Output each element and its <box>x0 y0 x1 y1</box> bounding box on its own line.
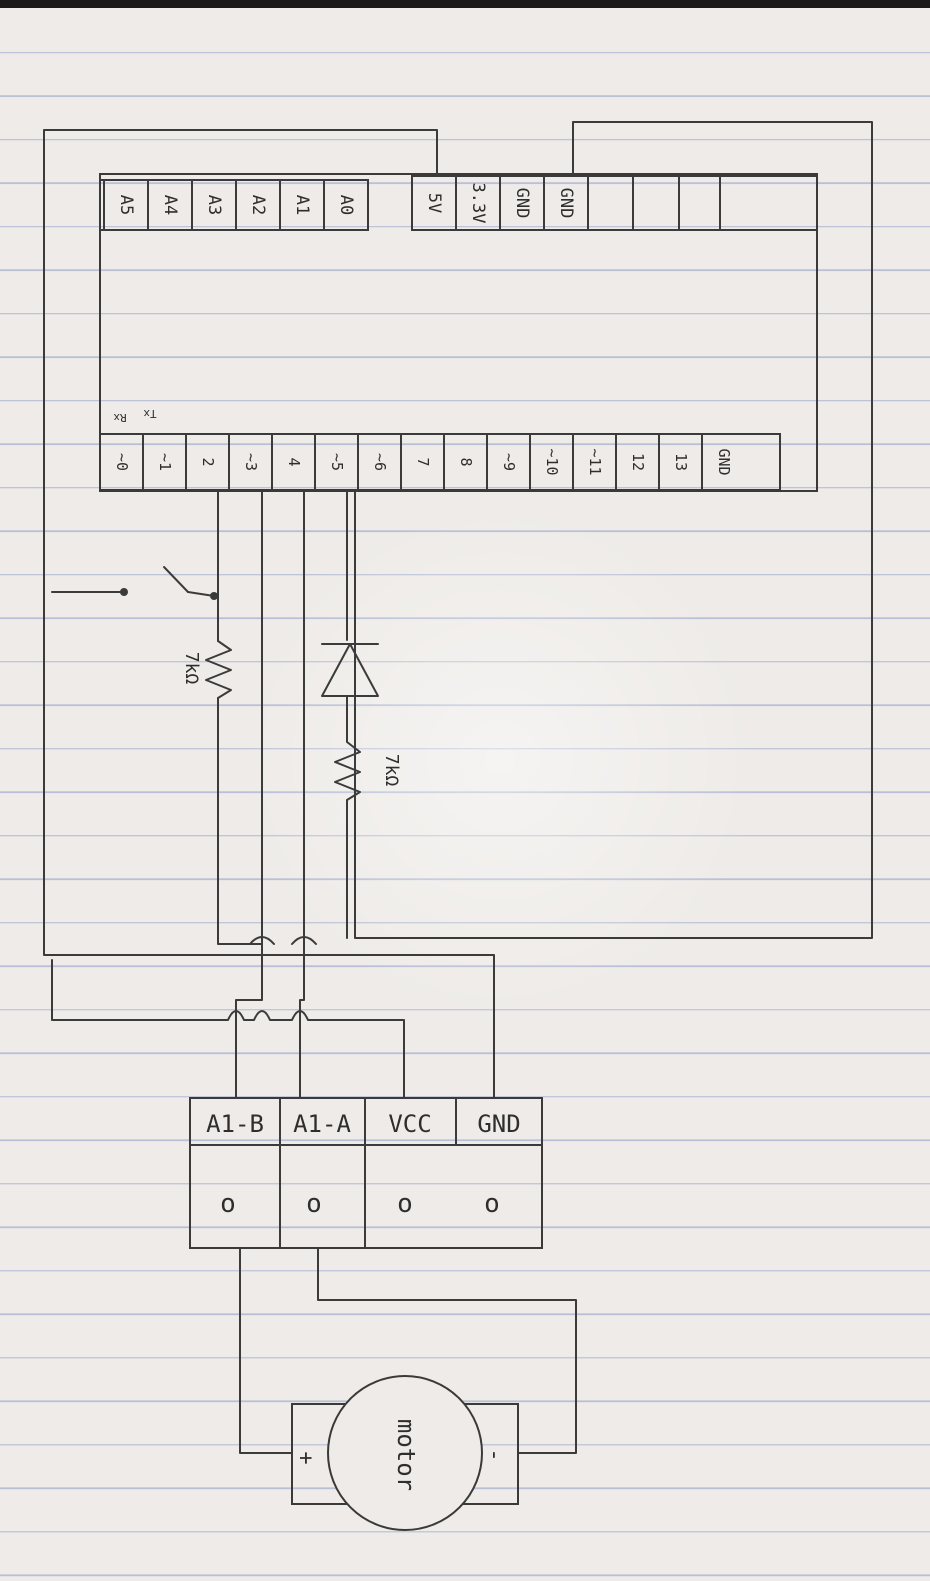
power-pin-label-2: GND <box>512 188 532 219</box>
analog-header: A0 A1 A2 A3 A4 A5 <box>99 179 369 231</box>
driver-label: A1-B <box>206 1110 264 1138</box>
digital-header: ~0 ~1 2 ~3 4 ~5 ~6 7 8 ~9 ~10 ~11 12 13 GND <box>99 433 781 491</box>
wire-gnd-to-pin6 <box>354 121 873 939</box>
driver-label: VCC <box>388 1110 431 1138</box>
power-pin-label-1: 3.3V <box>468 183 488 224</box>
motor-minus-label: - <box>482 1448 507 1461</box>
digital-pin-label-7: 7 <box>414 457 432 466</box>
digital-pin-label-5: ~5 <box>328 453 346 471</box>
wire-crossovers <box>51 936 405 1099</box>
digital-pin-label-14: GND <box>715 448 733 475</box>
analog-pin-label: A1 <box>292 195 312 215</box>
digital-pin-label-11: ~11 <box>586 448 604 475</box>
resistor-switch-label: 7kΩ <box>181 652 202 685</box>
motor-plus-label: + <box>293 1451 318 1464</box>
wire-motor-minus <box>317 1247 577 1454</box>
motor-label: motor <box>392 1419 420 1491</box>
push-switch <box>51 566 218 600</box>
analog-pin-label: A2 <box>248 195 268 215</box>
driver-terminal: o <box>397 1189 413 1219</box>
tx-label: Tx <box>143 407 157 420</box>
digital-pin-label-3: ~3 <box>242 453 260 471</box>
driver-terminal: o <box>306 1189 322 1219</box>
resistor-led-label: 7kΩ <box>381 754 402 787</box>
light-glare <box>240 500 760 1020</box>
wire-pin4-to-a1a <box>299 489 305 1099</box>
analog-pin-label: A0 <box>336 195 356 215</box>
digital-pin-label-2: 2 <box>199 457 217 466</box>
analog-pin-label: A3 <box>204 195 224 215</box>
power-pin-label-0: 5V <box>424 193 444 213</box>
wire-pin2-bottom <box>217 697 263 945</box>
wire-5v-to-gnd-terminal <box>43 129 495 1099</box>
driver-label: GND <box>477 1110 520 1138</box>
digital-pin-label-10: ~10 <box>543 448 561 475</box>
digital-pin-label-4: 4 <box>285 457 303 466</box>
driver-label: A1-A <box>293 1110 351 1138</box>
digital-pin-label-6: ~6 <box>371 453 389 471</box>
power-header: 5V 3.3V GND GND <box>411 175 818 231</box>
digital-pin-label-12: 12 <box>629 453 647 471</box>
power-pin-label-3: GND <box>556 188 576 219</box>
motor: motor + - <box>291 1375 519 1531</box>
analog-pin-label: A5 <box>116 195 136 215</box>
digital-pin-label-0: ~0 <box>113 453 131 471</box>
arduino-board <box>99 173 818 492</box>
digital-pin-label-8: 8 <box>457 457 475 466</box>
resistor-switch <box>205 640 232 699</box>
driver-terminal: o <box>220 1189 236 1219</box>
wire-motor-plus <box>239 1247 293 1454</box>
analog-pin-label: A4 <box>160 195 180 215</box>
digital-pin-label-13: 13 <box>672 453 690 471</box>
motor-driver: A1-B A1-A VCC GND o o o o <box>189 1097 543 1249</box>
wire-pin3-to-a1b <box>235 489 263 1099</box>
digital-pin-label-1: ~1 <box>156 453 174 471</box>
top-border <box>0 0 930 8</box>
driver-terminal: o <box>484 1189 500 1219</box>
digital-pin-label-9: ~9 <box>500 453 518 471</box>
resistor-led <box>334 695 361 939</box>
led-diode <box>321 643 379 697</box>
rx-label: Rx <box>113 411 127 424</box>
